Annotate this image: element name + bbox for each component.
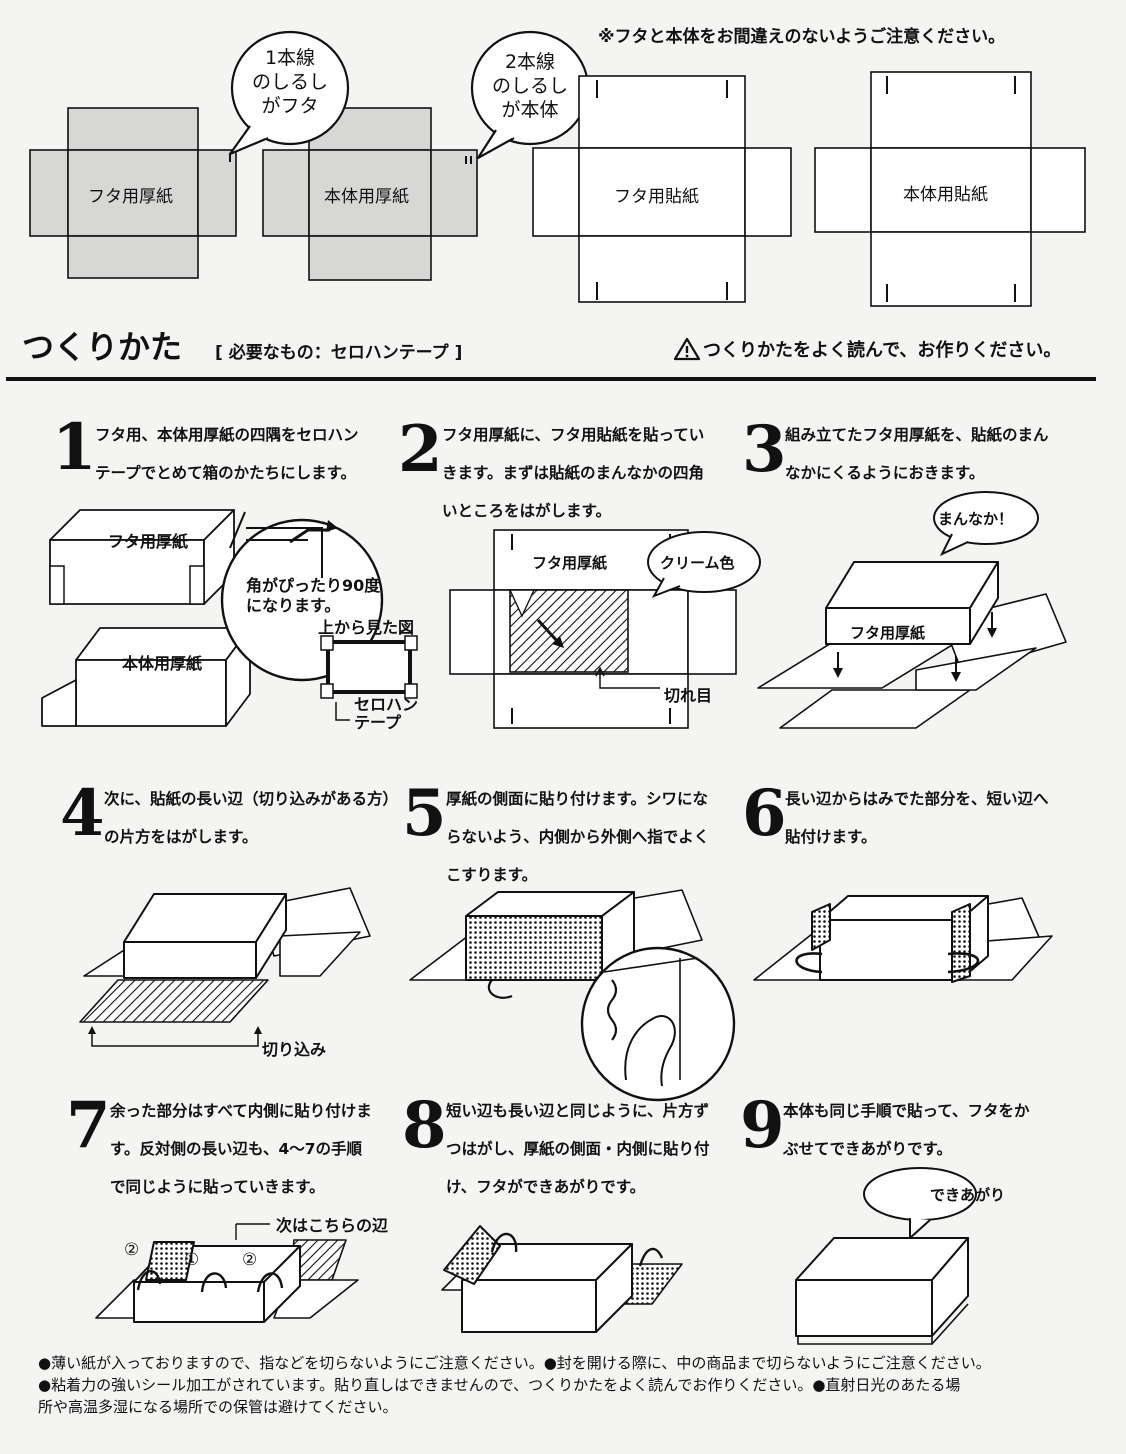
step-6-text: 長い辺からはみでた部分を、短い辺へ貼付けます。 xyxy=(785,790,1049,846)
step-9-text: 本体も同じ手順で貼って、フタをかぶせてできあがりです。 xyxy=(783,1102,1030,1158)
warning-icon xyxy=(673,337,701,361)
step-9-illustration xyxy=(795,1167,977,1345)
step-1-number: 1 xyxy=(52,410,97,485)
notch-label: 切り込み xyxy=(262,1040,327,1059)
step-8-text: 短い辺も長い辺と同じように、片方ずつはがし、厚紙の側面・内側に貼り付け、フタがで… xyxy=(446,1102,710,1196)
corner-note: 角がぴったり90度になります。 xyxy=(246,576,381,615)
body-paper-label: 本体用貼紙 xyxy=(903,185,988,205)
step-8-number: 8 xyxy=(402,1088,447,1163)
next-side-label: 次はこちらの辺 xyxy=(276,1216,389,1235)
step-5-number: 5 xyxy=(402,776,447,851)
lid-cardboard-label: フタ用厚紙 xyxy=(88,187,173,207)
body-box-label: 本体用厚紙 xyxy=(122,654,203,673)
step-4-illustration xyxy=(79,887,371,1047)
tape-label: セロハンテープ xyxy=(354,695,419,732)
bubble-one-line-text: 1本線 のしるし がフタ xyxy=(251,47,328,117)
center-label: まんなか！ xyxy=(938,510,1014,528)
step-2-illustration xyxy=(449,529,761,729)
step-7-text: 余った部分はすべて内側に貼り付けます。反対側の長い辺も、4～7の手順で同じように… xyxy=(110,1102,372,1196)
step-3-number: 3 xyxy=(742,412,787,487)
step-2-number: 2 xyxy=(398,412,443,487)
warning-text: つくりかたをよく読んで、お作りください。 xyxy=(703,340,1062,361)
circle-1: ① xyxy=(184,1250,200,1270)
step-4-text: 次に、貼紙の長い辺（切り込みがある方）の片方をはがします。 xyxy=(104,790,399,846)
lid-board-label-3: フタ用厚紙 xyxy=(850,624,926,642)
lid-box-label: フタ用厚紙 xyxy=(108,532,189,551)
caution-top: ※フタと本体をお間違えのないようご注意ください。 xyxy=(598,27,1006,47)
body-paper-net xyxy=(814,71,1086,307)
step-6-illustration xyxy=(753,895,1053,983)
step-5-illustration xyxy=(409,889,736,1102)
done-label: できあがり xyxy=(930,1186,1006,1204)
step-4-number: 4 xyxy=(60,776,105,851)
bubble-one-line xyxy=(228,30,350,156)
step-1-text: フタ用、本体用厚紙の四隅をセロハンテープでとめて箱のかたちにします。 xyxy=(95,426,359,482)
needed-items: [ 必要なもの：セロハンテープ ] xyxy=(215,343,463,363)
body-cardboard-label: 本体用厚紙 xyxy=(324,187,409,207)
lid-board-label-2: フタ用厚紙 xyxy=(532,554,608,572)
header-divider xyxy=(6,377,1096,381)
cut-line-label: 切れ目 xyxy=(664,686,713,705)
step-8-illustration xyxy=(441,1225,683,1333)
step-6-number: 6 xyxy=(742,776,787,851)
step-7-number: 7 xyxy=(66,1088,111,1163)
page-title: つくりかた xyxy=(22,328,183,366)
cream-label: クリーム色 xyxy=(660,554,735,572)
step-7-illustration xyxy=(95,1223,359,1323)
lid-cardboard-net xyxy=(29,107,237,279)
step-3-illustration xyxy=(757,491,1067,729)
top-view-label: 上から見た図 xyxy=(318,618,415,637)
circle-2-right: ② xyxy=(242,1250,258,1270)
lid-paper-label: フタ用貼紙 xyxy=(614,187,699,207)
bubble-two-line-text: 2本線 のしるし が本体 xyxy=(491,51,568,121)
lid-paper-net xyxy=(532,75,792,303)
circle-2-left: ② xyxy=(124,1240,140,1260)
notes: ●薄い紙が入っておりますので、指などを切らないようにご注意ください。●封を開ける… xyxy=(38,1354,991,1416)
step-5-text: 厚紙の側面に貼り付けます。シワにならないよう、内側から外側へ指でよくこすります。 xyxy=(446,790,710,884)
step-1-illustration xyxy=(41,509,418,727)
step-3-text: 組み立てたフタ用厚紙を、貼紙のまんなかにくるようにおきます。 xyxy=(785,426,1049,482)
step-2-text: フタ用厚紙に、フタ用貼紙を貼っていきます。まずは貼紙のまんなかの四角いところをは… xyxy=(442,426,705,520)
step-9-number: 9 xyxy=(740,1088,785,1163)
